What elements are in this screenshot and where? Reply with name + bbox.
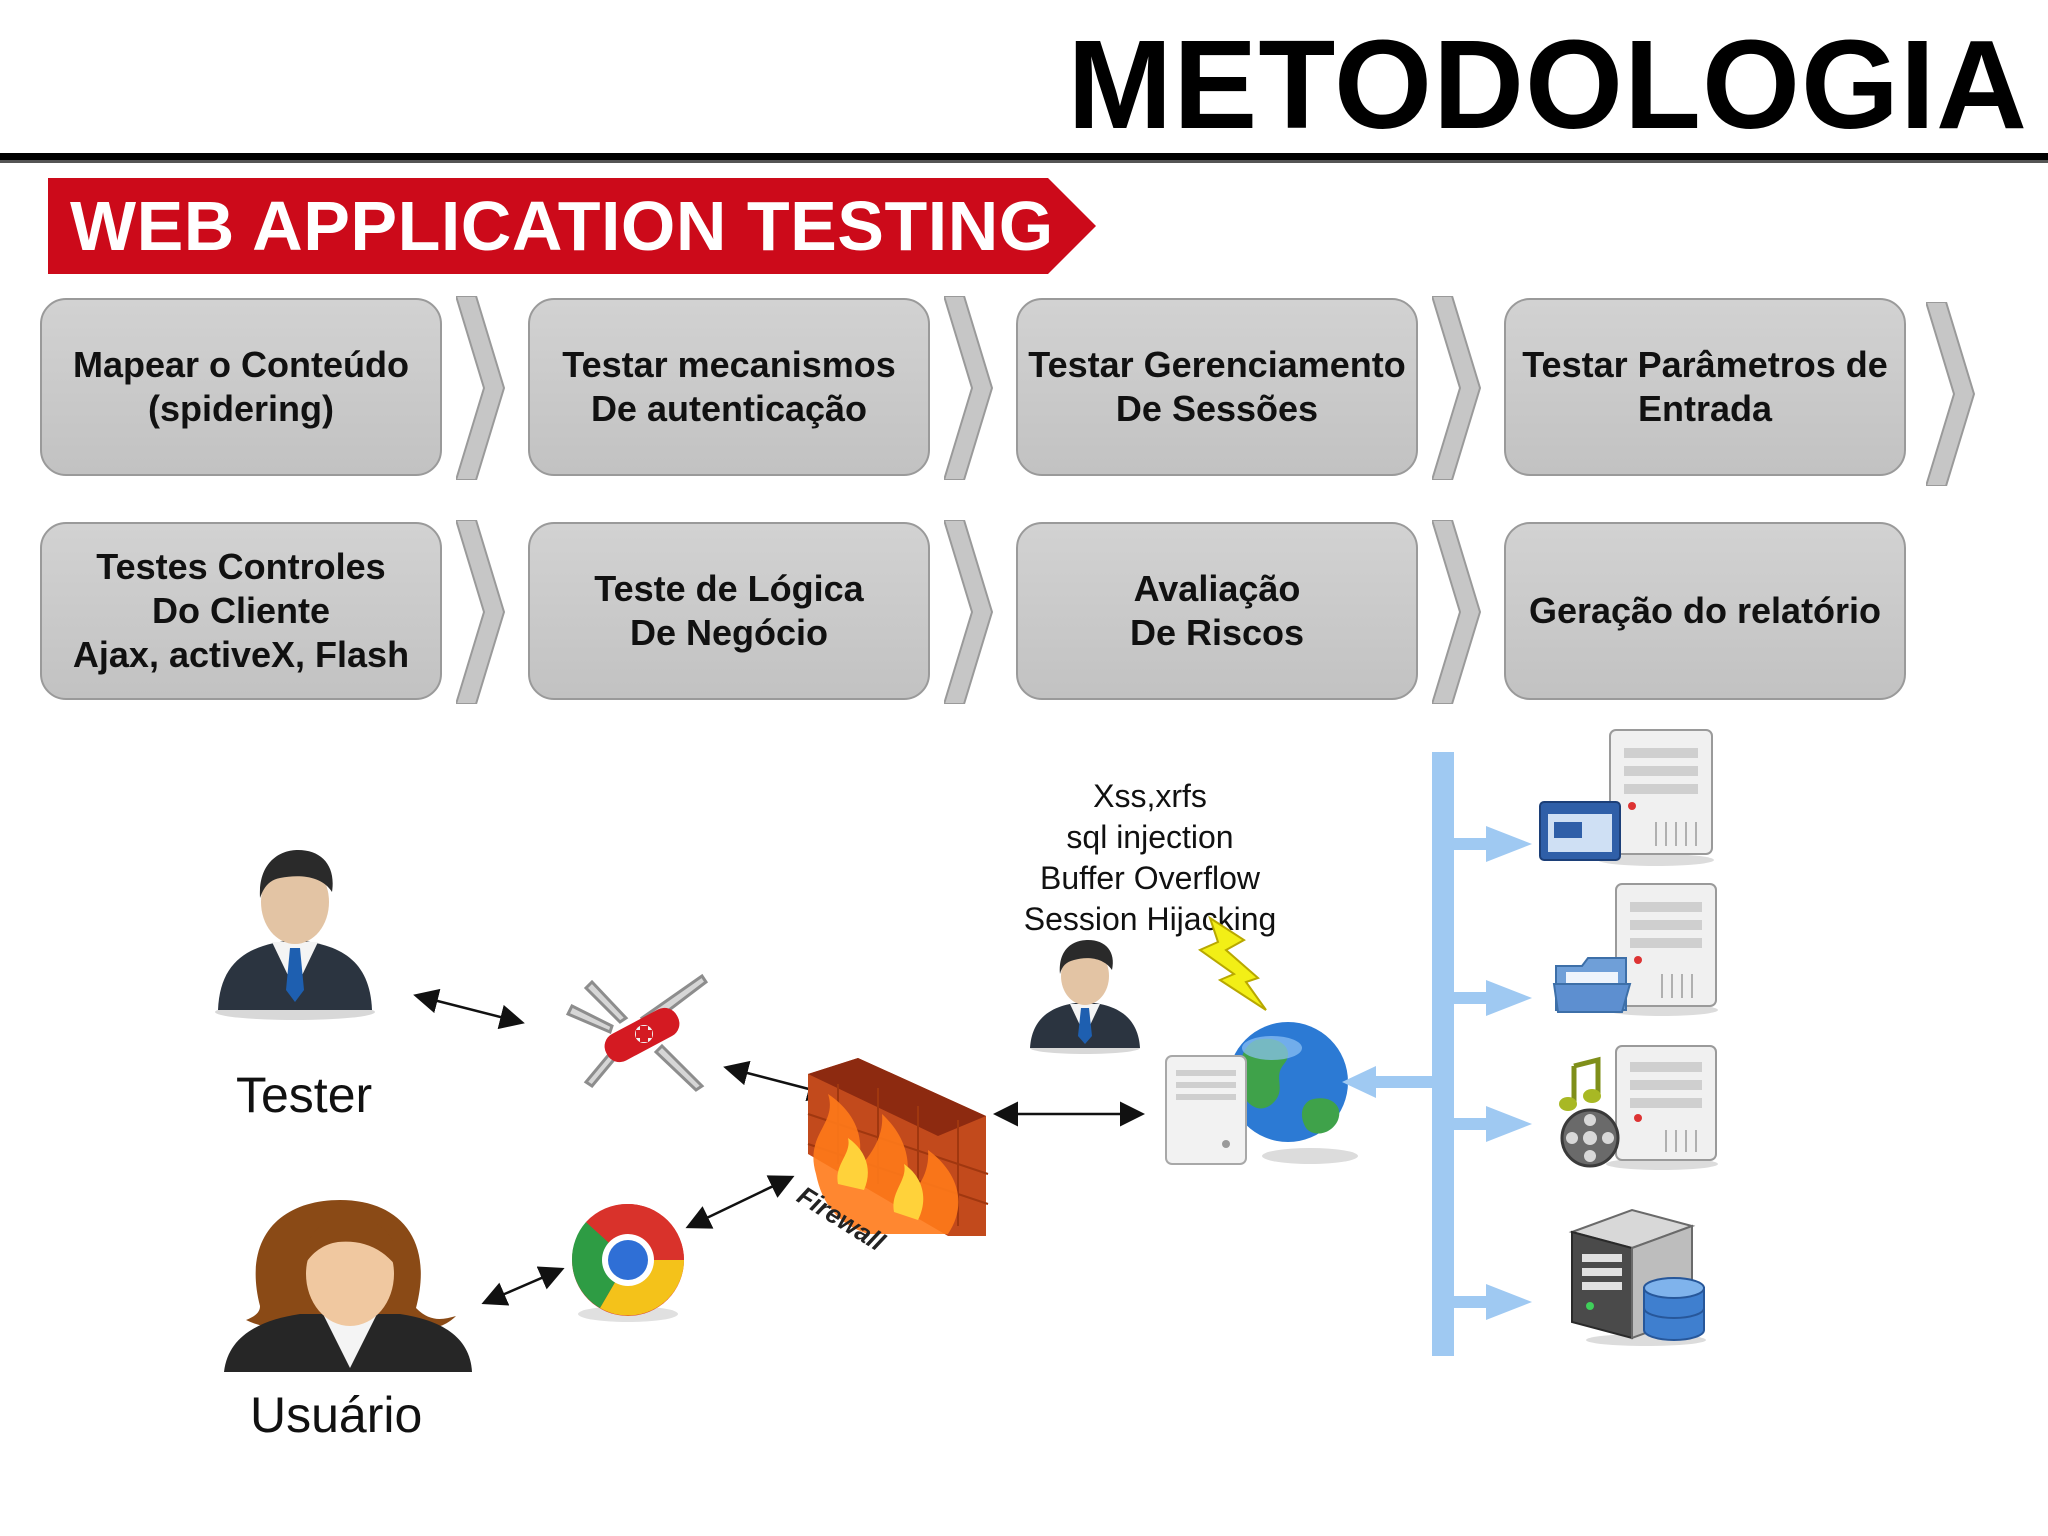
step-box-2: Testar mecanismos De autenticação (528, 298, 930, 476)
chevron-right-icon (1926, 302, 1976, 486)
step-label: Avaliação De Riscos (1129, 568, 1305, 653)
media-server-icon (1559, 1045, 1718, 1170)
lightning-icon (1197, 915, 1267, 1011)
attacker-avatar-icon (1030, 940, 1140, 1054)
step-label: Testar mecanismos De autenticação (562, 344, 896, 429)
step-box-1: Mapear o Conteúdo (spidering) (40, 298, 442, 476)
swiss-knife-tool-icon (565, 973, 709, 1092)
section-banner (48, 178, 1096, 274)
step-label: Geração do relatório (1528, 590, 1882, 631)
step-label: Testar Parâmetros de Entrada (1522, 344, 1888, 429)
chevron-right-icon (456, 520, 506, 704)
chevron-right-icon (456, 296, 506, 480)
attack-types-label: Xss,xrfs sql injection Buffer Overflow S… (1023, 778, 1277, 937)
app-server-icon (1539, 729, 1714, 866)
chevron-right-icon (1432, 520, 1482, 704)
step-box-7: Avaliação De Riscos (1016, 522, 1418, 700)
page-title: METODOLOGIA (1067, 14, 2028, 155)
chrome-browser-icon (571, 1203, 684, 1322)
chevron-right-icon (1432, 296, 1482, 480)
section-banner-label: WEB APPLICATION TESTING (70, 187, 1054, 265)
step-box-3: Testar Gerenciamento De Sessões (1016, 298, 1418, 476)
step-label: Testar Gerenciamento De Sessões (1028, 344, 1406, 429)
firewall-icon (807, 1058, 989, 1236)
tester-label: Tester (236, 1067, 373, 1123)
network-bus (1342, 752, 1532, 1356)
step-box-5: Testes Controles Do Cliente Ajax, active… (40, 522, 442, 700)
step-box-6: Teste de Lógica De Negócio (528, 522, 930, 700)
chevron-right-icon (944, 296, 994, 480)
tester-avatar-icon (215, 850, 375, 1020)
step-box-8: Geração do relatório (1504, 522, 1906, 700)
title-divider (0, 153, 2048, 163)
file-server-icon (1552, 883, 1718, 1016)
step-label: Testes Controles Do Cliente Ajax, active… (72, 546, 410, 675)
chevron-right-icon (944, 520, 994, 704)
user-avatar-icon (224, 1200, 472, 1372)
user-label: Usuário (250, 1387, 423, 1443)
database-server-icon (1568, 1208, 1706, 1346)
step-label: Teste de Lógica De Negócio (594, 568, 864, 653)
web-server-globe-icon (1165, 1022, 1358, 1165)
step-box-4: Testar Parâmetros de Entrada (1504, 298, 1906, 476)
step-label: Mapear o Conteúdo (spidering) (72, 344, 409, 429)
